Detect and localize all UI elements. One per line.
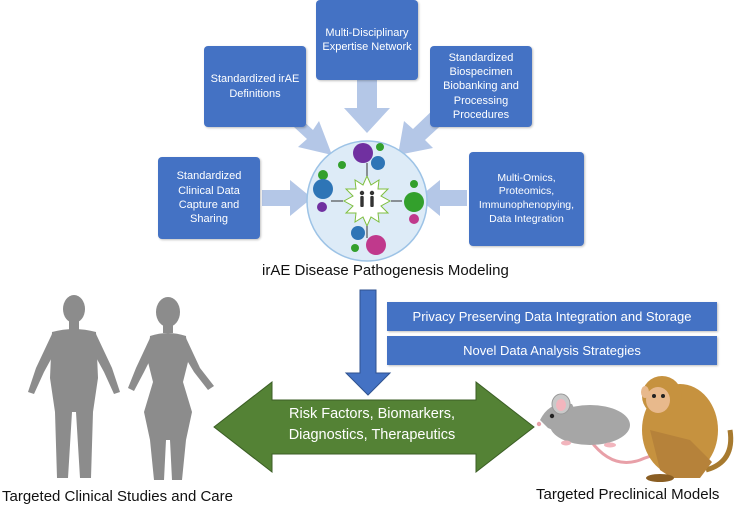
preclinical-caption: Targeted Preclinical Models bbox=[536, 486, 720, 503]
pathogenesis-label: irAE Disease Pathogenesis Modeling bbox=[262, 262, 509, 279]
arrow-from-expertise bbox=[344, 80, 390, 133]
monkey-icon bbox=[641, 376, 734, 482]
mouse-icon bbox=[536, 393, 701, 464]
converging-arrows bbox=[331, 163, 402, 238]
clinical-caption: Targeted Clinical Studies and Care bbox=[2, 488, 233, 505]
female-figure-icon bbox=[128, 297, 214, 480]
outcome-line-2: Diagnostics, Therapeutics bbox=[288, 427, 456, 444]
privacy-bar: Privacy Preserving Data Integration and … bbox=[387, 302, 717, 331]
analysis-bar: Novel Data Analysis Strategies bbox=[387, 336, 717, 365]
male-figure-icon bbox=[28, 295, 120, 478]
patient-pair-icon bbox=[359, 190, 375, 207]
outcome-double-arrow bbox=[213, 380, 535, 474]
biospecimen-box: Standardized Biospecimen Biobanking and … bbox=[430, 46, 532, 127]
outcome-line-1: Risk Factors, Biomarkers, bbox=[289, 406, 455, 422]
irae-definitions-box: Standardized irAE Definitions bbox=[204, 46, 306, 127]
arrow-from-clinical bbox=[262, 180, 312, 216]
clinical-data-box: Standardized Clinical Data Capture and S… bbox=[158, 157, 260, 239]
expertise-network-box: Multi-Disciplinary Expertise Network bbox=[316, 0, 418, 80]
cell-bubbles bbox=[313, 143, 424, 255]
modeling-down-arrow bbox=[344, 289, 392, 396]
arrow-from-omics bbox=[418, 180, 467, 216]
multi-omics-box: Multi-Omics, Proteomics, Immunophenopyin… bbox=[469, 152, 584, 246]
outcome-text: Risk Factors, Biomarkers, Diagnostics, T… bbox=[262, 404, 482, 446]
